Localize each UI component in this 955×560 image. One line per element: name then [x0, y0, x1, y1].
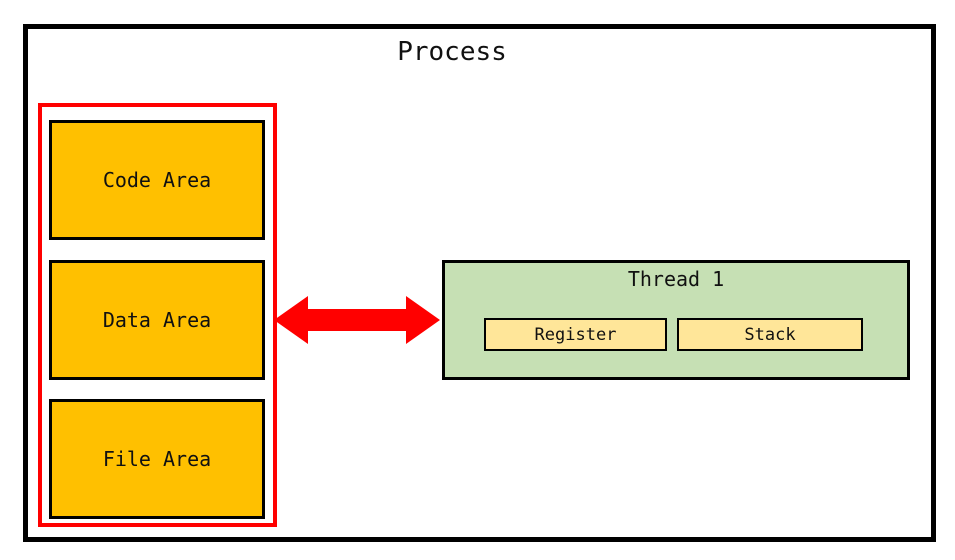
- data-area-box: Data Area: [49, 260, 265, 380]
- double-headed-arrow-icon: [274, 296, 440, 344]
- stack-box: Stack: [677, 318, 863, 351]
- file-area-box: File Area: [49, 399, 265, 519]
- code-area-label: Code Area: [102, 168, 212, 192]
- stack-label: Stack: [744, 324, 796, 345]
- code-area-box: Code Area: [49, 120, 265, 240]
- thread-title: Thread 1: [627, 267, 725, 291]
- data-area-label: Data Area: [102, 308, 212, 332]
- register-label: Register: [534, 324, 617, 345]
- process-title: Process: [397, 37, 507, 67]
- register-box: Register: [484, 318, 667, 351]
- file-area-label: File Area: [102, 447, 212, 471]
